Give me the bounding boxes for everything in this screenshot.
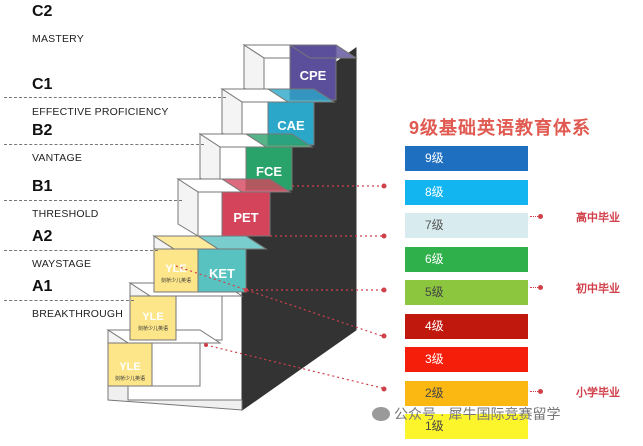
grad-label-primary: 小学毕业 xyxy=(576,387,620,399)
grad-line-high xyxy=(530,216,540,217)
grade-bar-label: 3级 xyxy=(425,352,444,366)
grad-label-high: 高中毕业 xyxy=(576,212,620,224)
cae-label: CAE xyxy=(277,118,305,133)
grade-bar: 4级 xyxy=(405,313,528,339)
divider-c1 xyxy=(4,97,226,98)
cpe-block-top xyxy=(288,44,358,59)
cefr-code-a2: A2 xyxy=(32,228,53,245)
grad-line-primary xyxy=(530,391,540,392)
divider-a2 xyxy=(4,250,158,251)
connector-dot-yle2 xyxy=(381,386,387,392)
divider-a1 xyxy=(4,300,134,301)
grad-line-middle xyxy=(530,287,540,288)
step-front-1b xyxy=(151,342,201,387)
ket-label: KET xyxy=(209,266,235,281)
connector-dot-pet xyxy=(381,233,387,239)
cefr-name-c2: MASTERY xyxy=(32,33,84,45)
yle-sub-3: 剑桥少儿英语 xyxy=(161,277,191,284)
cefr-name-a1: BREAKTHROUGH xyxy=(32,308,124,320)
connector-yle3 xyxy=(175,265,383,337)
yle-block-2 xyxy=(129,295,177,341)
watermark-text: 公众号 · 犀牛国际竞赛留学 xyxy=(394,406,561,422)
connector-yle2 xyxy=(205,344,383,389)
watermark: 公众号 · 犀牛国际竞赛留学 xyxy=(372,404,560,424)
system-title: 9级基础英语教育体系 xyxy=(409,118,592,138)
grade-bar-label: 5级 xyxy=(425,285,444,299)
yle-block-3-top xyxy=(152,235,220,250)
cefr-name-a2: WAYSTAGE xyxy=(32,258,92,270)
cae-block-top xyxy=(266,88,336,103)
grad-dot-high xyxy=(538,214,543,219)
pet-label: PET xyxy=(233,210,258,225)
cefr-name-b1: THRESHOLD xyxy=(32,208,99,220)
cefr-name-c1: EFFECTIVE PROFICIENCY xyxy=(32,106,169,118)
divider-b1 xyxy=(4,200,182,201)
fce-block-top xyxy=(244,133,314,148)
yle-label-3: YLE xyxy=(165,263,186,275)
grade-bar: 9级 xyxy=(405,146,528,171)
wechat-icon xyxy=(372,407,390,421)
cefr-code-a1: A1 xyxy=(32,278,53,295)
grade-bar-label: 1级 xyxy=(425,419,444,433)
grade-bar: 7级 xyxy=(405,213,528,238)
connector-dot-yle3 xyxy=(381,333,387,339)
pet-block-top xyxy=(220,178,292,193)
cefr-code-b1: B1 xyxy=(32,178,53,195)
connector-dot-fce xyxy=(381,183,387,189)
grade-bar-label: 4级 xyxy=(425,318,444,333)
cefr-code-c1: C1 xyxy=(32,76,53,93)
cefr-name-b2: VANTAGE xyxy=(32,152,83,164)
grade-bar-label: 7级 xyxy=(425,218,444,232)
cefr-code-c2: C2 xyxy=(32,3,53,20)
cefr-code-b2: B2 xyxy=(32,122,53,139)
grade-bar: 3级 xyxy=(405,347,528,372)
grade-bar-label: 9级 xyxy=(425,151,444,165)
anchor-dot-ket xyxy=(244,288,248,292)
cpe-label: CPE xyxy=(300,68,327,83)
yle-label-1: YLE xyxy=(119,361,140,373)
grade-bar-label: 6级 xyxy=(425,251,444,266)
divider-b2 xyxy=(4,144,204,145)
grade-bar-label: 8级 xyxy=(425,184,444,199)
connector-dot-ket xyxy=(381,287,387,293)
yle-sub-2: 剑桥少儿英语 xyxy=(138,325,168,332)
fce-label: FCE xyxy=(256,164,282,179)
grade-bar: 1级 xyxy=(405,414,528,439)
grade-bar-label: 2级 xyxy=(425,385,444,400)
yle-block-1 xyxy=(107,342,153,387)
grade-bar: 6级 xyxy=(405,246,528,272)
grade-bar: 2级 xyxy=(405,380,528,406)
yle-sub-1: 剑桥少儿英语 xyxy=(115,375,145,382)
yle-label-2: YLE xyxy=(142,311,163,323)
anchor-dot-yle2 xyxy=(204,343,208,347)
grad-label-middle: 初中毕业 xyxy=(576,283,620,295)
grade-bar: 5级 xyxy=(405,280,528,305)
grad-dot-middle xyxy=(538,285,543,290)
grad-dot-primary xyxy=(538,389,543,394)
grade-bar: 8级 xyxy=(405,179,528,205)
step-front-4a xyxy=(197,191,223,237)
